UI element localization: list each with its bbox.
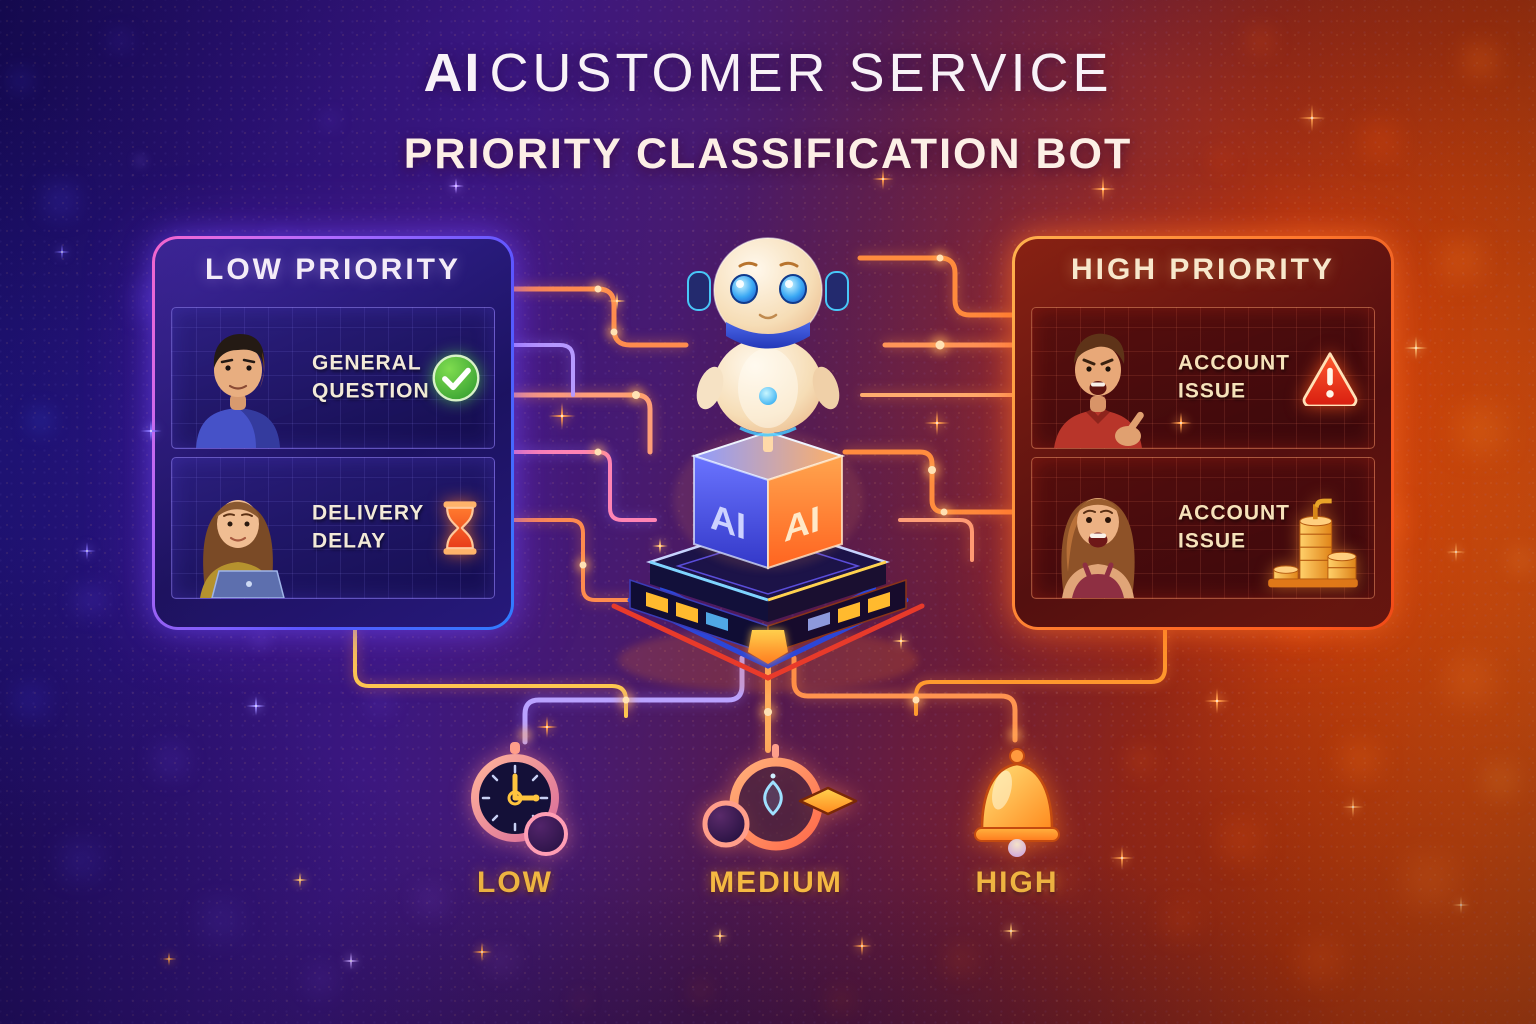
title-line-2: PRIORITY CLASSIFICATION BOT: [403, 130, 1133, 178]
bell-icon: [974, 748, 1060, 857]
low-priority-header: LOW PRIORITY: [205, 253, 461, 286]
hourglass-icon: [443, 501, 477, 555]
customer-avatar-surprised-woman: [1061, 498, 1135, 598]
ticket-card-general-question: GENERAL QUESTION: [171, 307, 495, 449]
coins-icon: [1268, 498, 1358, 588]
ticket-label: ACCOUNT ISSUE: [1178, 351, 1290, 403]
robot-eyes: [730, 274, 807, 304]
customer-avatar-man-blue-hoodie: [196, 334, 280, 448]
robot-ear-left: [687, 271, 711, 311]
customer-avatar-woman-laptop: [200, 500, 285, 598]
stopwatch-icon: [471, 742, 568, 856]
robot-arm-left: [696, 366, 724, 410]
level-label-low: LOW: [477, 866, 553, 899]
customer-avatar-angry-man: [1054, 333, 1144, 448]
robot-mouth: [758, 313, 778, 320]
title-line-1-rest: CUSTOMER SERVICE: [489, 43, 1113, 103]
ai-cube: AI AI: [673, 430, 863, 570]
ticket-label: ACCOUNT ISSUE: [1178, 501, 1290, 553]
low-priority-panel-body: LOW PRIORITY: [155, 239, 511, 627]
low-priority-panel: LOW PRIORITY: [152, 236, 514, 630]
level-label-medium: MEDIUM: [709, 866, 843, 899]
robot-ear-right: [825, 271, 849, 311]
check-circle-icon: [432, 354, 480, 402]
level-label-high: HIGH: [975, 866, 1059, 899]
ticket-label: DELIVERY DELAY: [312, 501, 424, 553]
title-ai-prefix: AI: [423, 43, 482, 103]
robot: [687, 237, 849, 452]
ticket-card-account-issue-2: ACCOUNT ISSUE: [1031, 457, 1375, 599]
coin-stack-medium: [1327, 551, 1357, 580]
coin-stack-tall: [1299, 498, 1333, 580]
warning-triangle-icon: [1302, 352, 1358, 406]
ticket-card-account-issue-1: ACCOUNT ISSUE: [1031, 307, 1375, 449]
gauge-arrow-icon: [702, 744, 858, 851]
wire-glow-nodes: [515, 247, 1025, 745]
ticket-card-delivery-delay: DELIVERY DELAY: [171, 457, 495, 599]
robot-core-light: [759, 387, 777, 405]
ticket-label: GENERAL QUESTION: [312, 351, 430, 403]
high-priority-header: HIGH PRIORITY: [1070, 253, 1335, 286]
robot-arm-right: [812, 366, 840, 410]
high-priority-panel-body: HIGH PRIORITY: [1015, 239, 1391, 627]
coin-stack-small: [1273, 565, 1299, 580]
robot-neck-band: [726, 322, 810, 349]
high-priority-panel: HIGH PRIORITY: [1012, 236, 1394, 630]
